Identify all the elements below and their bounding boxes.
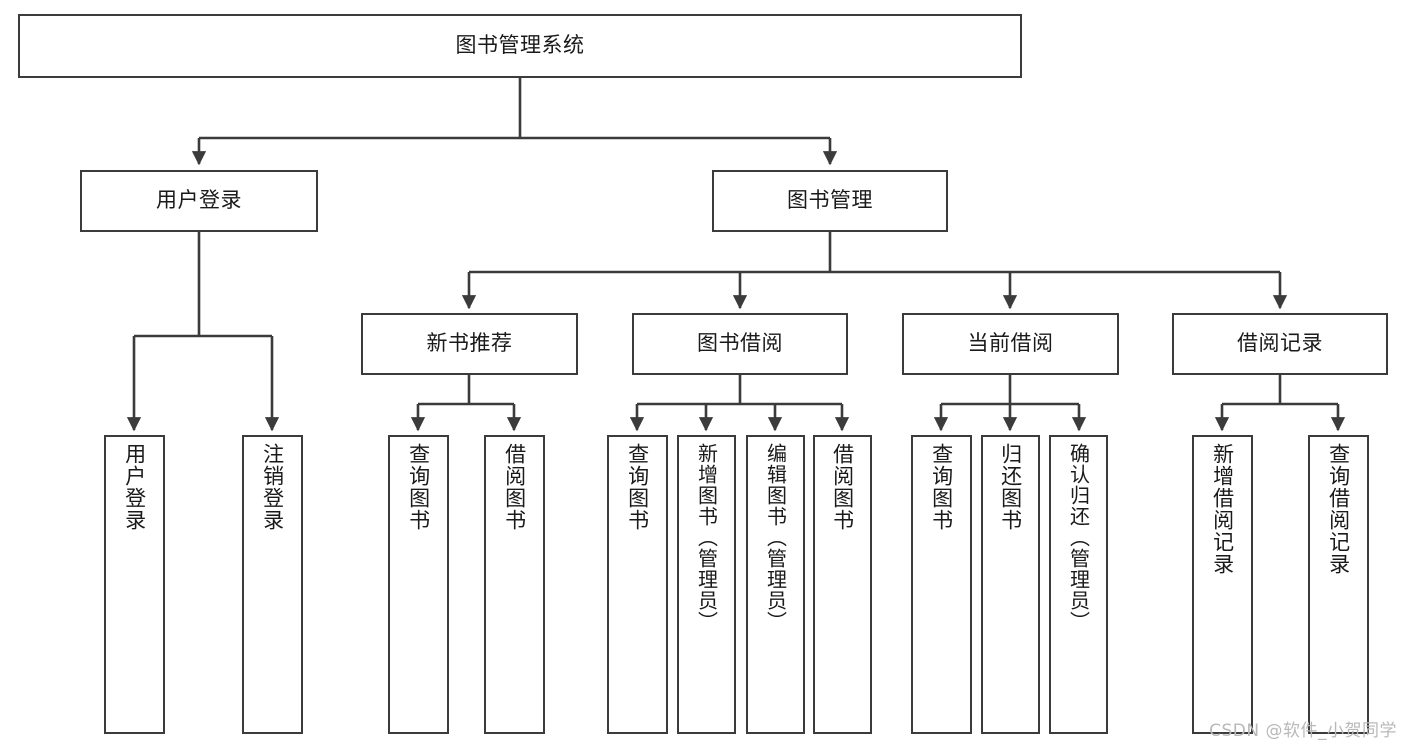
watermark: CSDN @软件_小贺同学 [1209,721,1397,741]
leaf-user-login-logout[interactable]: 注销登录 [242,435,303,734]
node-label: 图书管理 [787,188,873,213]
node-label: 新书推荐 [426,331,513,356]
node-book-borrow[interactable]: 图书借阅 [632,313,848,375]
node-book-management[interactable]: 图书管理 [712,170,948,232]
leaf-current-borrow-return-book[interactable]: 归还图书 [981,435,1040,734]
node-borrow-record[interactable]: 借阅记录 [1172,313,1388,375]
node-root-book-management-system[interactable]: 图书管理系统 [18,14,1022,78]
leaf-book-borrow-add-book-admin[interactable]: 新增图书（管理员） [677,435,736,734]
node-label: 借阅图书 [502,443,527,531]
node-label: 查询借阅记录 [1326,443,1351,575]
leaf-new-book-query-book[interactable]: 查询图书 [388,435,449,734]
leaf-borrow-record-add-record[interactable]: 新增借阅记录 [1192,435,1253,734]
leaf-current-borrow-confirm-return-admin[interactable]: 确认归还（管理员） [1049,435,1108,734]
node-label: 编辑图书（管理员） [763,443,788,632]
node-new-book-recommend[interactable]: 新书推荐 [361,313,578,375]
leaf-new-book-borrow-book[interactable]: 借阅图书 [484,435,545,734]
leaf-book-borrow-borrow-book[interactable]: 借阅图书 [813,435,872,734]
node-label: 新增借阅记录 [1210,443,1235,575]
leaf-user-login-login[interactable]: 用户登录 [104,435,165,734]
node-label: 用户登录 [122,443,147,531]
node-current-borrow[interactable]: 当前借阅 [902,313,1119,375]
node-label: 确认归还（管理员） [1066,443,1091,632]
node-user-login[interactable]: 用户登录 [80,170,318,232]
leaf-book-borrow-edit-book-admin[interactable]: 编辑图书（管理员） [746,435,805,734]
node-label: 借阅记录 [1237,331,1323,356]
node-label: 当前借阅 [967,331,1054,356]
node-label: 查询图书 [625,443,650,531]
node-label: 查询图书 [406,443,431,531]
node-label: 注销登录 [260,443,285,531]
node-label: 归还图书 [998,443,1023,531]
node-label: 图书管理系统 [455,33,585,58]
node-label: 查询图书 [929,443,954,531]
node-label: 新增图书（管理员） [694,443,719,632]
leaf-current-borrow-query-book[interactable]: 查询图书 [911,435,972,734]
leaf-borrow-record-query-record[interactable]: 查询借阅记录 [1308,435,1369,734]
node-label: 借阅图书 [830,443,855,531]
node-label: 图书借阅 [697,331,783,356]
leaf-book-borrow-query-book[interactable]: 查询图书 [607,435,668,734]
node-label: 用户登录 [156,188,242,213]
